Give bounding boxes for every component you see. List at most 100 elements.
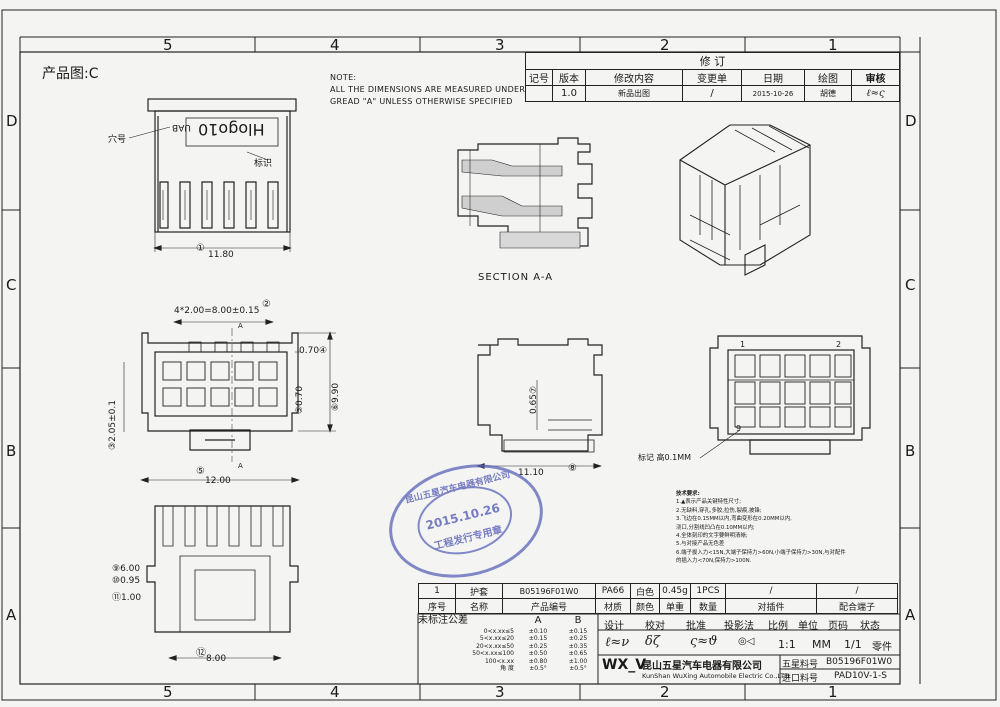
bom-table: 1 护套 B05196F01W0 PA66 白色 0.45g 1PCS / / … (418, 583, 898, 614)
dim-tag-1: ① (196, 243, 205, 254)
mark-label: 标识 (254, 159, 273, 169)
proofer-signature: δζ (645, 634, 660, 649)
bom-cell-name: 护套 (455, 583, 503, 599)
isometric-view (679, 124, 811, 276)
tb-unit-value: MM (812, 638, 831, 651)
tb-header-design: 设计 (604, 621, 624, 632)
tech-item-5: 4.全体刻印的文字要鲜明清晰; (676, 533, 748, 540)
tolerance-title: 未标注公差 (418, 615, 468, 626)
cut-a-bottom: A (238, 462, 243, 470)
zone-col-2-bottom: 2 (660, 683, 670, 701)
tolerance-b: ±0.5° (569, 665, 587, 673)
zone-col-4-top: 4 (330, 36, 340, 54)
tb-import-label: 进口料号 (782, 674, 819, 684)
bom-header-color: 颜色 (630, 598, 660, 614)
tb-header-approve: 批准 (686, 621, 706, 632)
tech-item-7: 6.端子拔入力<15N,大端子保持力>60N,小端子保持力>30N,与对配件 (676, 549, 846, 556)
sheet-border-outer (1, 9, 997, 701)
zone-col-3-top: 3 (495, 36, 505, 54)
bom-cell-part: B05196F01W0 (502, 583, 596, 599)
revision-cell-mark (525, 85, 553, 102)
tolerance-range: 5<x.xx≤20 (479, 635, 514, 643)
logo-text: Hlogo10 (198, 120, 265, 139)
tolerance-range: 100<x.xx (484, 657, 514, 665)
zone-col-5-top: 5 (163, 36, 173, 54)
revision-cell-check: ℓ≈ς (851, 85, 900, 102)
note-line-3: GREAD "A" UNLESS OTHERWISE SPECIFIED (330, 97, 513, 106)
zone-col-3-bottom: 3 (495, 683, 505, 701)
general-note: NOTE: ALL THE DIMENSIONS ARE MEASURED UN… (330, 72, 525, 108)
dim-1200-tag: ⑤ (196, 466, 205, 477)
revision-cell-change: / (682, 85, 742, 102)
tolerance-row: 20<x.xx≤50±0.25±0.35 (418, 643, 598, 650)
zone-row-b-right: B (905, 442, 916, 460)
tolerance-b: ±0.35 (568, 642, 588, 650)
tolerance-range: 50<x.xx≤100 (472, 650, 514, 658)
section-label: SECTION A-A (478, 272, 554, 283)
tb-header-scale: 比例 (768, 621, 788, 632)
tech-item-1: 1.▲表示产品关键特性尺寸; (676, 499, 742, 506)
bom-cell-material: PA66 (595, 583, 631, 599)
bom-cell-color: 白色 (630, 583, 660, 599)
bom-cell-qty: 1PCS (690, 583, 726, 599)
zone-col-4-bottom: 4 (330, 683, 340, 701)
tb-header-proof: 校对 (645, 621, 665, 632)
dim-pitch-tag: ② (262, 299, 271, 310)
dim-100: ⑪1.00 (112, 593, 142, 603)
zone-col-1-bottom: 1 (828, 683, 838, 701)
tb-header-page: 页码 (828, 621, 848, 632)
zone-row-d-right: D (905, 112, 917, 130)
bottom-view (146, 505, 299, 661)
note-line-2: ALL THE DIMENSIONS ARE MEASURED UNDER (330, 85, 526, 94)
tb-page-value: 1/1 (844, 638, 862, 651)
zone-row-a-left: A (6, 606, 17, 624)
tolerance-b: ±1.00 (568, 657, 588, 665)
dim-800-tag: ⑫ (196, 648, 206, 659)
projection-symbol-icon: ◎◁ (738, 636, 755, 647)
tolerance-row: 0<x.xx≤5±0.10±0.15 (418, 628, 598, 635)
dim-width-1180: 11.80 (208, 250, 234, 260)
tolerance-a: ±0.25 (528, 642, 548, 650)
dim-065: 0.65⑦ (529, 385, 540, 415)
title-block-frame (417, 613, 901, 685)
tolerance-range: 角 度 (500, 665, 514, 673)
bom-header-index: 序号 (418, 598, 456, 614)
bom-cell-weight: 0.45g (659, 583, 691, 599)
tolerance-b: ±0.15 (568, 628, 588, 635)
tb-header-unit: 单位 (798, 621, 818, 632)
bom-cell-index: 1 (418, 583, 456, 599)
pin-9-label: 9 (736, 424, 742, 433)
bom-header-name: 名称 (455, 598, 503, 614)
pin-2-label: 2 (836, 340, 842, 349)
designer-signature: ℓ≈ν (605, 635, 630, 650)
zone-col-5-bottom: 5 (163, 683, 173, 701)
tolerance-a: ±0.50 (528, 650, 548, 658)
company-name-en: KunShan WuXing Automobile Electric Co.,L… (642, 672, 792, 680)
top-view (128, 98, 297, 252)
zone-row-c-right: C (905, 276, 916, 294)
product-view-label: 产品图:C (42, 66, 99, 82)
tech-item-2: 2.无缺料,穿孔,多胶,拉伤,裂痕,披锋; (676, 507, 762, 514)
revision-header-version: 版本 (552, 69, 586, 86)
bom-cell-terminal: / (816, 583, 898, 599)
tb-header-status: 状态 (860, 621, 880, 632)
revision-cell-version: 1.0 (552, 85, 586, 102)
bom-header-terminal: 配合端子 (816, 598, 898, 614)
tolerance-a: ±0.15 (528, 635, 548, 643)
end-view (699, 335, 871, 459)
uab-text: UAB (172, 122, 191, 132)
dim-990: ⑥9.90 (331, 382, 342, 412)
approver-signature: ς≈ϑ (690, 634, 718, 649)
tolerance-row: 100<x.xx±0.80±1.00 (418, 658, 598, 665)
dim-070-b: ⑤0.70 (295, 385, 306, 415)
tolerance-grade-b: B (574, 615, 582, 626)
dim-1110: 11.10 (518, 468, 544, 478)
tolerance-range: 0<x.xx≤5 (483, 628, 514, 635)
revision-cell-drawn: 胡德 (804, 85, 852, 102)
front-view (123, 319, 336, 483)
bom-header-weight: 单重 (659, 598, 691, 614)
dim-070-a: 0.70④ (299, 346, 328, 356)
note-line-1: NOTE: (330, 73, 357, 82)
dim-1110-tag: ⑧ (568, 463, 577, 474)
